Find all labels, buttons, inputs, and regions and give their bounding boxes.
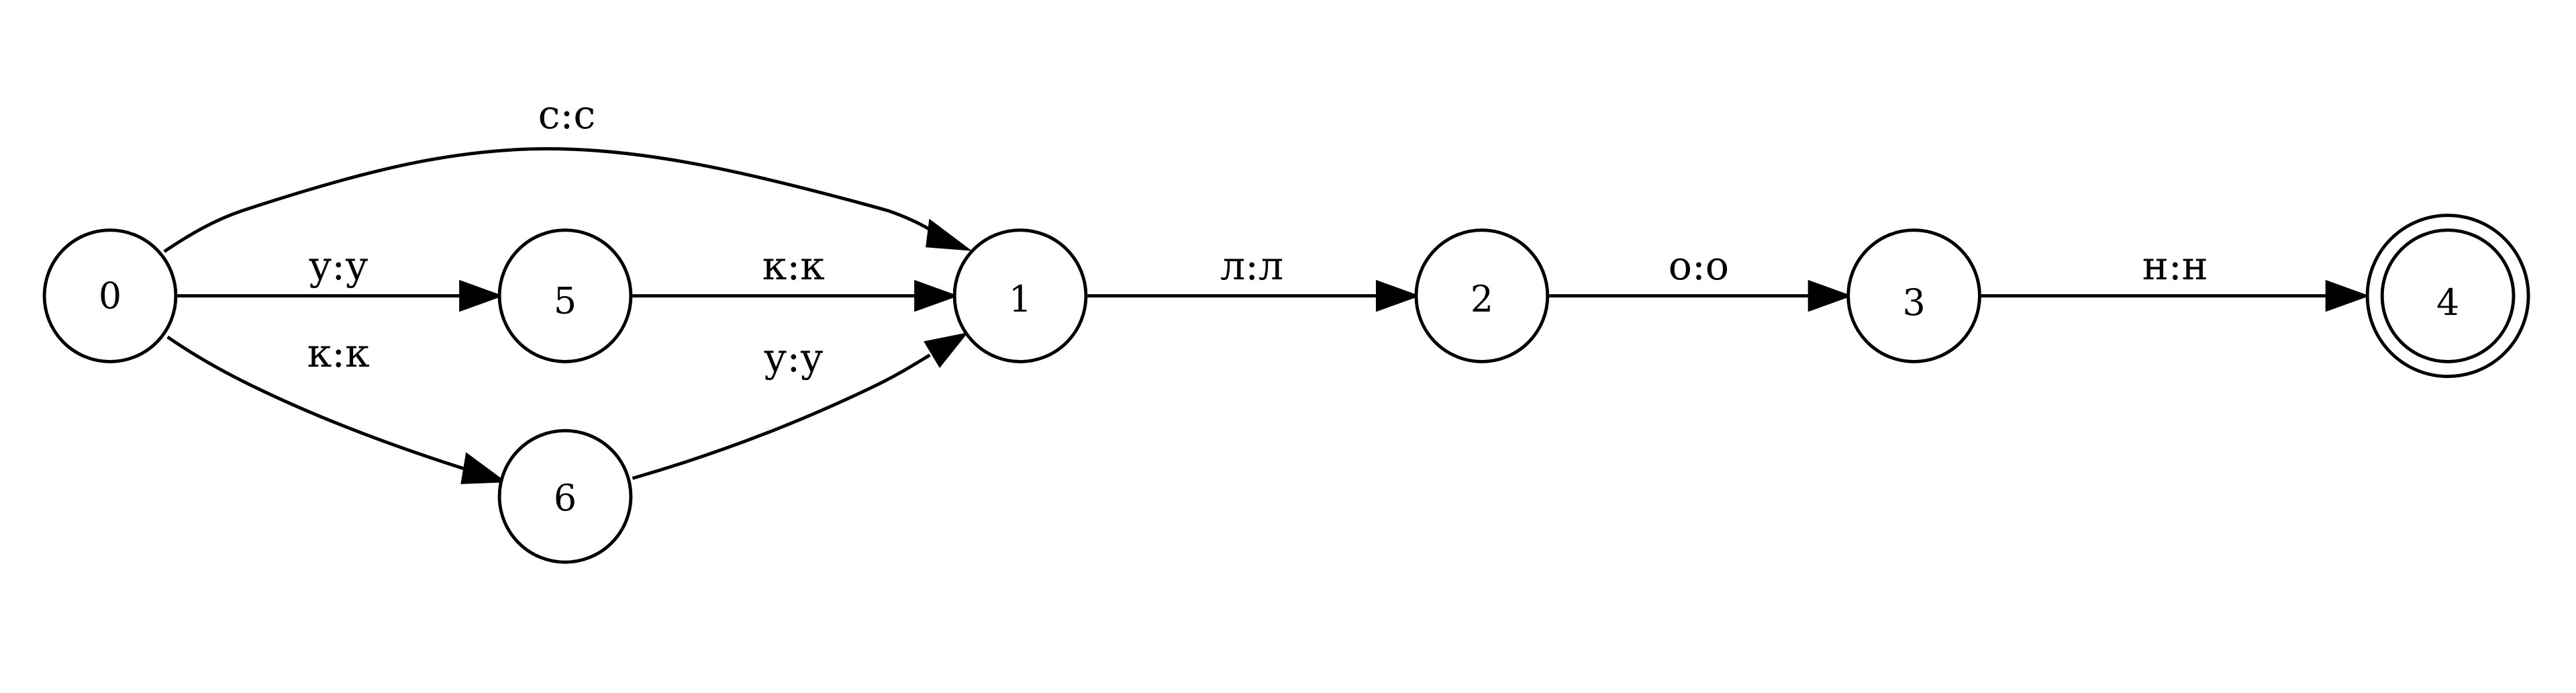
edge-1-2: л:л xyxy=(1087,242,1420,312)
state-3: 3 xyxy=(1846,228,1981,363)
state-2: 2 xyxy=(1414,228,1550,363)
edge-label: у:у xyxy=(764,334,824,381)
state-label: 4 xyxy=(2436,281,2459,324)
state-6: 6 xyxy=(497,428,633,564)
edge-0-6: к:к xyxy=(166,330,507,484)
edge-label: н:н xyxy=(2142,242,2208,289)
edge-label: с:с xyxy=(538,91,596,138)
edge-0-5: у:у xyxy=(177,242,504,312)
state-0: 0 xyxy=(42,228,178,363)
edge-2-3: о:о xyxy=(1549,242,1852,312)
state-1: 1 xyxy=(952,228,1088,363)
state-label: 2 xyxy=(1471,278,1493,320)
state-label: 6 xyxy=(554,477,577,519)
edge-label: к:к xyxy=(307,330,370,376)
state-label: 5 xyxy=(554,279,577,322)
edge-3-4: н:н xyxy=(1981,242,2370,312)
edge-label: о:о xyxy=(1669,242,1730,289)
state-5: 5 xyxy=(497,228,633,363)
state-label: 1 xyxy=(1009,278,1032,320)
edge-label: у:у xyxy=(309,242,368,289)
edge-6-1: у:у xyxy=(632,332,969,480)
edge-label: л:л xyxy=(1220,242,1283,289)
state-label: 0 xyxy=(99,275,121,317)
state-4-final: 4 xyxy=(2365,214,2530,378)
state-label: 3 xyxy=(1902,281,1925,324)
edge-5-1: к:к xyxy=(632,242,959,312)
edge-0-1: с:с xyxy=(163,91,973,253)
edge-label: к:к xyxy=(762,242,825,289)
